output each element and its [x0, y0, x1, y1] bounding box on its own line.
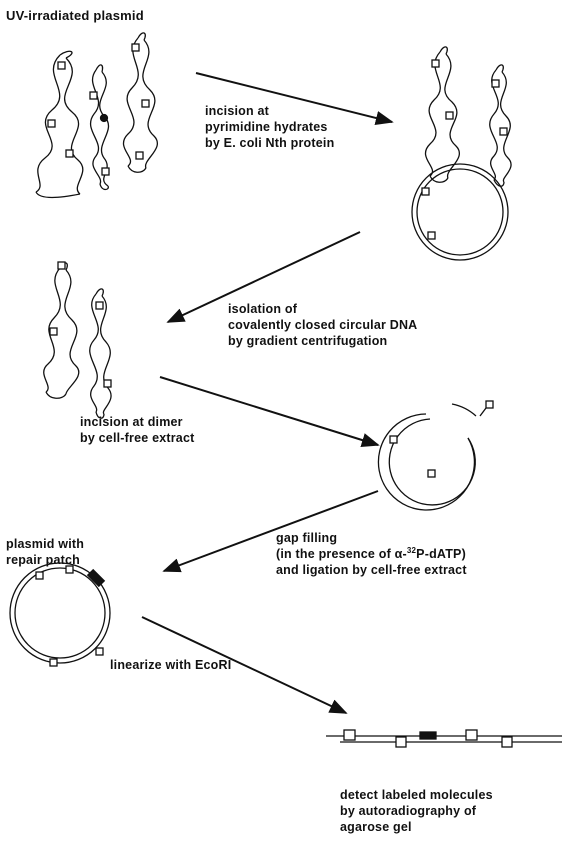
uv-lesion-mark [396, 737, 406, 747]
step2-line: isolation of [228, 301, 417, 317]
uv-lesion-mark [142, 100, 149, 107]
supercoiled-plasmid-middle [90, 65, 109, 190]
step6-line: by autoradiography of [340, 803, 493, 819]
uv-lesion-mark [446, 112, 453, 119]
uv-lesion-mark [132, 44, 139, 51]
step2-line: covalently closed circular DNA [228, 317, 417, 333]
pyrimidine-hydrate-dot [101, 115, 108, 122]
step1-line: incision at [205, 103, 334, 119]
repair-patch-label: plasmid with repair patch [6, 536, 84, 568]
step3-label: incision at dimer by cell-free extract [80, 414, 194, 446]
uv-lesion-mark [432, 60, 439, 67]
step4-line2-prefix: (in the presence of α- [276, 547, 407, 561]
repair-patch [420, 732, 436, 739]
step2-line: by gradient centrifugation [228, 333, 417, 349]
uv-lesion-mark [58, 62, 65, 69]
step4-line: gap filling [276, 530, 467, 546]
supercoiled-plasmid-left [36, 51, 83, 197]
step4-line: (in the presence of α-32P-dATP) [276, 546, 467, 562]
supercoiled-plasmid-after-nth-1 [425, 47, 459, 182]
step2-label: isolation of covalently closed circular … [228, 301, 417, 349]
title-label: UV-irradiated plasmid [6, 8, 144, 24]
process-arrows [142, 73, 392, 713]
uv-lesion-mark [500, 128, 507, 135]
uv-lesion-mark [50, 659, 57, 666]
uv-lesion-mark [48, 120, 55, 127]
repair-patch [90, 572, 102, 584]
isolated-supercoil-1 [44, 262, 79, 398]
uv-lesion-mark [96, 302, 103, 309]
supercoiled-plasmid-after-nth-2 [490, 65, 511, 186]
uv-lesion-mark [492, 80, 499, 87]
uv-lesion-mark [428, 232, 435, 239]
step1-line: by E. coli Nth protein [205, 135, 334, 151]
uv-lesion-mark [390, 436, 397, 443]
uv-lesion-mark [96, 648, 103, 655]
step1-line: pyrimidine hydrates [205, 119, 334, 135]
uv-lesion-mark [36, 572, 43, 579]
uv-lesion-mark [428, 470, 435, 477]
excised-dimer-fragment [486, 401, 493, 408]
step1-label: incision at pyrimidine hydrates by E. co… [205, 103, 334, 151]
uv-lesion-mark [104, 380, 111, 387]
supercoiled-plasmid-right [123, 33, 157, 172]
repaired-plasmid [10, 563, 110, 666]
step3-line: by cell-free extract [80, 430, 194, 446]
step4-line2-suffix: P-dATP) [416, 547, 466, 561]
step4-label: gap filling (in the presence of α-32P-dA… [276, 530, 467, 578]
repair-line: plasmid with [6, 536, 84, 552]
isolated-supercoil-2 [90, 289, 111, 418]
nicked-circular-plasmid [412, 164, 508, 260]
step6-label: detect labeled molecules by autoradiogra… [340, 787, 493, 835]
step6-line: agarose gel [340, 819, 493, 835]
isotope-superscript: 32 [407, 546, 416, 555]
uv-lesion-mark [102, 168, 109, 175]
step6-line: detect labeled molecules [340, 787, 493, 803]
uv-lesion-mark [58, 262, 65, 269]
repair-line: repair patch [6, 552, 84, 568]
step3-line: incision at dimer [80, 414, 194, 430]
uv-lesion-mark [422, 188, 429, 195]
step4-line: and ligation by cell-free extract [276, 562, 467, 578]
step5-label: linearize with EcoRI [110, 657, 231, 673]
incised-circular-plasmid [378, 401, 493, 510]
uv-lesion-mark [344, 730, 355, 740]
uv-lesion-mark [50, 328, 57, 335]
uv-lesion-mark [66, 150, 73, 157]
uv-lesion-mark [90, 92, 97, 99]
uv-lesion-mark [136, 152, 143, 159]
linearized-dna [326, 730, 562, 747]
uv-lesion-mark [466, 730, 477, 740]
uv-lesion-mark [502, 737, 512, 747]
